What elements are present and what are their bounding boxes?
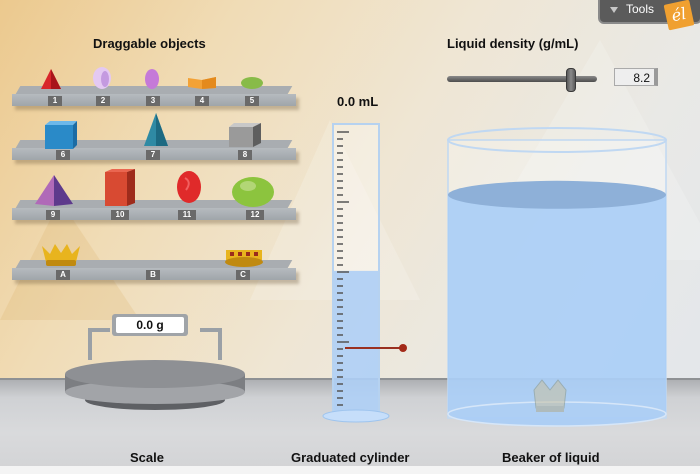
beaker-label: Beaker of liquid [502, 450, 600, 465]
object-label: C [236, 270, 250, 280]
cylinder-level-marker [399, 344, 407, 352]
scale-label: Scale [130, 450, 164, 465]
density-slider-thumb[interactable] [566, 68, 576, 92]
object-label: 7 [146, 150, 160, 160]
object-label: 3 [146, 96, 160, 106]
cylinder-volume-reading: 0.0 mL [337, 94, 379, 109]
shelf-1: 1 2 3 4 5 [12, 86, 296, 106]
object-4-orange-block[interactable] [187, 76, 217, 90]
object-6-blue-cube[interactable] [44, 120, 78, 150]
object-7-teal-cone[interactable] [142, 112, 170, 148]
shelf-3: 9 10 11 12 [12, 200, 296, 220]
object-5-green-ellipsoid[interactable] [240, 76, 264, 90]
object-label: 2 [96, 96, 110, 106]
object-label: 12 [246, 210, 264, 220]
beaker-liquid [448, 194, 666, 426]
triangle-down-icon [610, 7, 618, 13]
object-label: A [56, 270, 70, 280]
scale-readout: 0.0 g [112, 314, 188, 336]
object-3-purple-egg[interactable] [144, 68, 160, 90]
object-9-purple-pyramid[interactable] [34, 174, 74, 206]
beaker-liquid-surface [448, 180, 666, 209]
explorelearning-logo[interactable]: él [663, 0, 695, 31]
object-label: 11 [178, 210, 196, 220]
liquid-density-heading: Liquid density (g/mL) [447, 36, 579, 51]
object-label: 9 [46, 210, 60, 220]
graduated-cylinder-label: Graduated cylinder [291, 450, 410, 465]
scale-device[interactable] [60, 320, 250, 416]
draggable-objects-heading: Draggable objects [93, 36, 206, 51]
object-label: 6 [56, 150, 70, 160]
object-label: 1 [48, 96, 62, 106]
object-b-empty-slot [132, 246, 152, 262]
tools-label: Tools [626, 2, 655, 16]
density-slider-track[interactable] [447, 76, 597, 82]
object-a-gold-crown[interactable] [40, 242, 82, 268]
object-label: 8 [238, 150, 252, 160]
object-label: 4 [195, 96, 209, 106]
object-c-gold-crown[interactable] [224, 248, 264, 268]
object-label: B [146, 270, 160, 280]
object-1-red-cone[interactable] [40, 68, 62, 90]
object-11-red-egg[interactable] [176, 170, 202, 204]
object-8-gray-cube[interactable] [228, 122, 262, 148]
shelf-4: A B C [12, 260, 296, 280]
submerged-crown [533, 379, 567, 412]
object-12-green-blob[interactable] [231, 176, 275, 208]
beaker-of-liquid[interactable] [444, 126, 670, 432]
shelf-2: 6 7 8 [12, 140, 296, 160]
scale-reading-text: 0.0 g [116, 317, 184, 333]
object-2-lavender-egg[interactable] [92, 66, 112, 90]
density-value-field[interactable]: 8.2 [614, 68, 658, 86]
object-label: 5 [245, 96, 259, 106]
graduated-cylinder[interactable] [315, 118, 415, 426]
object-10-red-box[interactable] [104, 168, 136, 208]
object-label: 10 [111, 210, 129, 220]
